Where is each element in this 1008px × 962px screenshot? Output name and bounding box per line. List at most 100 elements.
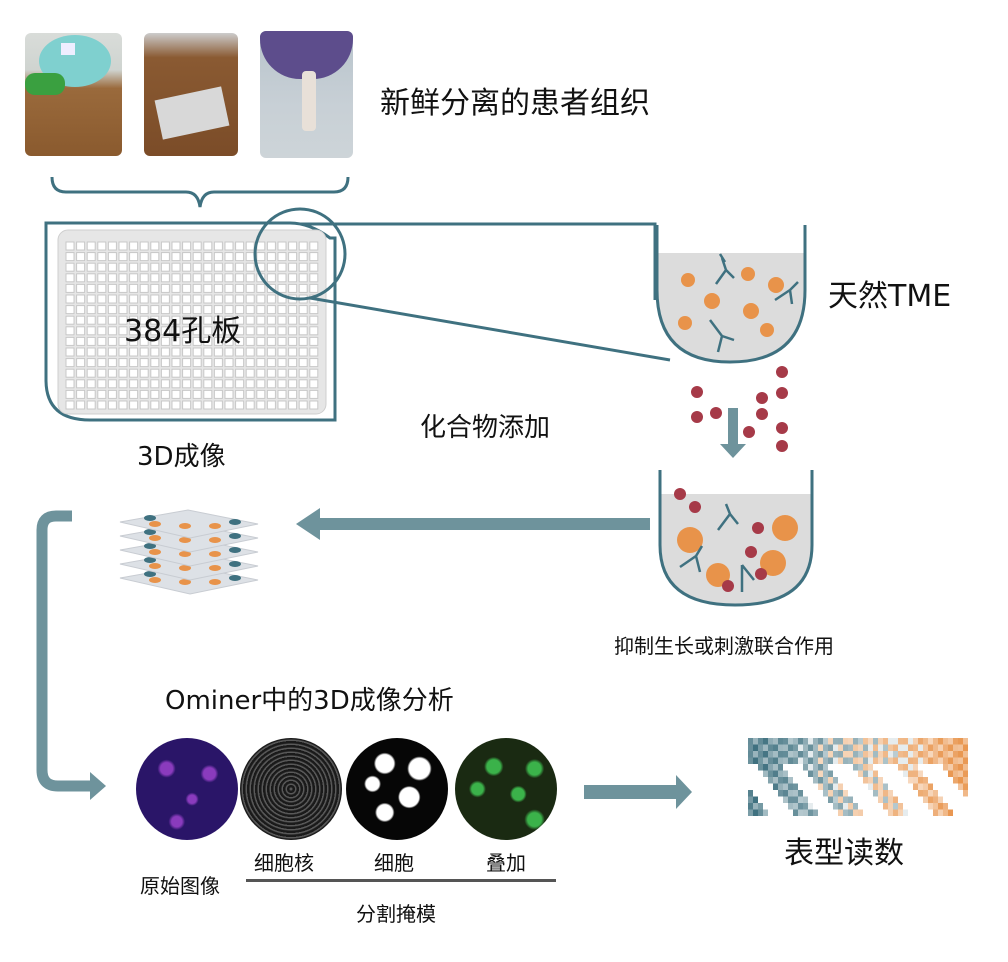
cell-dot bbox=[149, 549, 161, 555]
well bbox=[298, 241, 308, 251]
heatmap-cell bbox=[933, 790, 938, 797]
well bbox=[256, 358, 266, 368]
well bbox=[76, 273, 86, 283]
well bbox=[160, 252, 170, 262]
heatmap-cell bbox=[838, 751, 843, 758]
heatmap-cell bbox=[868, 764, 873, 771]
cell bbox=[678, 316, 692, 330]
heatmap-cell bbox=[748, 770, 753, 777]
well bbox=[86, 262, 96, 272]
heatmap-cell bbox=[958, 803, 963, 810]
well bbox=[150, 305, 160, 315]
cell-dot bbox=[179, 579, 191, 585]
heatmap-cell bbox=[953, 790, 958, 797]
heatmap-cell bbox=[933, 738, 938, 745]
heatmap-cell bbox=[758, 738, 763, 745]
heatmap-cell bbox=[838, 809, 843, 816]
heatmap-cell bbox=[893, 744, 898, 751]
heatmap-cell bbox=[848, 783, 853, 790]
heatmap-cell bbox=[893, 783, 898, 790]
heatmap-cell bbox=[783, 751, 788, 758]
heatmap-cell bbox=[833, 744, 838, 751]
heatmap-cell bbox=[878, 796, 883, 803]
heatmap-cell bbox=[818, 790, 823, 797]
well bbox=[192, 252, 202, 262]
well bbox=[309, 273, 319, 283]
heatmap-cell bbox=[913, 744, 918, 751]
well bbox=[192, 368, 202, 378]
heatmap-cell bbox=[948, 770, 953, 777]
heatmap-cell bbox=[828, 777, 833, 784]
tissue-photo-1 bbox=[25, 33, 122, 156]
heatmap-cell bbox=[833, 803, 838, 810]
well bbox=[235, 305, 245, 315]
heatmap-cell bbox=[918, 777, 923, 784]
well bbox=[118, 326, 128, 336]
well bbox=[266, 262, 276, 272]
heatmap-cell bbox=[768, 751, 773, 758]
heatmap-cell bbox=[808, 744, 813, 751]
heatmap-cell bbox=[933, 796, 938, 803]
heatmap-cell bbox=[783, 783, 788, 790]
well bbox=[86, 315, 96, 325]
well bbox=[224, 273, 234, 283]
well bbox=[298, 305, 308, 315]
heatmap-cell bbox=[848, 790, 853, 797]
well bbox=[182, 389, 192, 399]
well bbox=[160, 241, 170, 251]
heatmap-cell bbox=[818, 796, 823, 803]
heatmap-cell bbox=[748, 803, 753, 810]
well bbox=[309, 283, 319, 293]
heatmap-cell bbox=[813, 764, 818, 771]
well bbox=[298, 315, 308, 325]
heatmap-cell bbox=[933, 803, 938, 810]
heatmap-cell bbox=[908, 751, 913, 758]
heatmap-cell bbox=[853, 764, 858, 771]
well bbox=[192, 283, 202, 293]
heatmap-cell bbox=[903, 809, 908, 816]
heatmap-cell bbox=[853, 809, 858, 816]
well bbox=[118, 283, 128, 293]
heatmap-cell bbox=[943, 796, 948, 803]
well bbox=[76, 283, 86, 293]
heatmap-cell bbox=[793, 783, 798, 790]
well bbox=[160, 379, 170, 389]
well bbox=[139, 326, 149, 336]
heatmap-cell bbox=[898, 751, 903, 758]
well bbox=[203, 389, 213, 399]
heatmap-cell bbox=[798, 738, 803, 745]
heatmap-cell bbox=[793, 777, 798, 784]
well bbox=[97, 283, 107, 293]
well bbox=[129, 389, 139, 399]
heatmap-cell bbox=[938, 770, 943, 777]
heatmap-cell bbox=[838, 783, 843, 790]
heatmap-cell bbox=[853, 796, 858, 803]
well bbox=[97, 368, 107, 378]
heatmap-cell bbox=[953, 751, 958, 758]
cell-dot bbox=[144, 571, 156, 577]
well bbox=[97, 358, 107, 368]
heatmap-cell bbox=[913, 790, 918, 797]
heatmap-cell bbox=[923, 777, 928, 784]
heatmap-cell bbox=[773, 751, 778, 758]
well bbox=[203, 262, 213, 272]
heatmap-cell bbox=[758, 790, 763, 797]
heatmap-cell bbox=[858, 783, 863, 790]
well bbox=[277, 315, 287, 325]
well bbox=[150, 358, 160, 368]
heatmap-cell bbox=[848, 744, 853, 751]
cell bbox=[681, 273, 695, 287]
well bbox=[118, 315, 128, 325]
well bbox=[171, 326, 181, 336]
well bbox=[129, 358, 139, 368]
heatmap-cell bbox=[903, 796, 908, 803]
heatmap-cell bbox=[938, 744, 943, 751]
heatmap-cell bbox=[903, 803, 908, 810]
heatmap-cell bbox=[808, 770, 813, 777]
heatmap-cell bbox=[953, 809, 958, 816]
well bbox=[288, 326, 298, 336]
well bbox=[182, 273, 192, 283]
well bbox=[266, 315, 276, 325]
heatmap-cell bbox=[828, 744, 833, 751]
